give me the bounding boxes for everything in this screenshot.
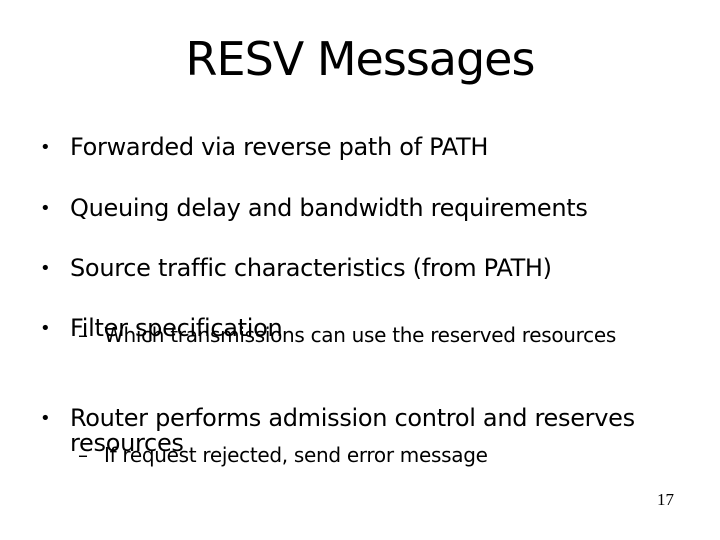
bullet-item-2: • Queuing delay and bandwidth requirement…: [40, 171, 660, 221]
bullet-item-3: • Source traffic characteristics (from PA…: [40, 231, 660, 281]
slide-title: RESV Messages: [185, 32, 536, 86]
bullet-text: Queuing delay and bandwidth requirements: [70, 194, 588, 222]
page-number: 17: [657, 490, 674, 509]
bullet-marker: •: [40, 408, 51, 429]
bullet-item-4: • Filter specification: [40, 291, 660, 341]
bullet-item-1: • Forwarded via reverse path of PATH: [40, 110, 660, 160]
sub-bullet-marker: –: [78, 323, 88, 347]
bullet-text: Forwarded via reverse path of PATH: [70, 133, 489, 161]
sub-bullet-text: Which transmissions can use the reserved…: [104, 323, 616, 347]
sub-bullet-item-2: –If request rejected, send error message: [78, 444, 678, 467]
bullet-marker: •: [40, 198, 51, 219]
bullet-marker: •: [40, 137, 51, 158]
bullet-text: Router performs admission control and re…: [70, 404, 635, 457]
bullet-item-5: • Router performs admission control and r…: [40, 381, 660, 456]
sub-bullet-marker: –: [78, 443, 88, 467]
sub-bullet-text: If request rejected, send error message: [104, 443, 488, 467]
bullet-text: Filter specification: [70, 314, 283, 342]
sub-bullet-item-1: –Which transmissions can use the reserve…: [78, 324, 678, 347]
bullet-text: Source traffic characteristics (from PAT…: [70, 254, 552, 282]
bullet-marker: •: [40, 318, 51, 339]
bullet-marker: •: [40, 258, 51, 279]
